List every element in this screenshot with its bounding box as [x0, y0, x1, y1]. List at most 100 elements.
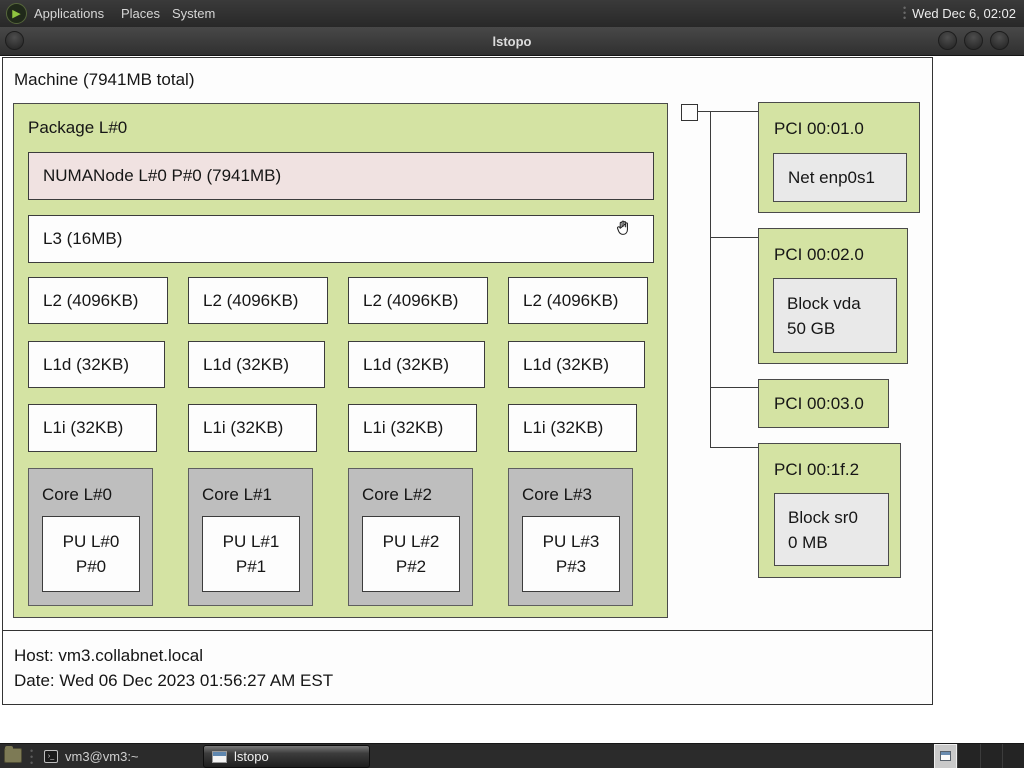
- l1d-cache-box: L1d (32KB): [348, 341, 485, 388]
- bottom-taskbar: ••• ›_ vm3@vm3:~ lstopo: [0, 743, 1024, 768]
- menu-places[interactable]: Places: [121, 6, 161, 21]
- pu-pindex: P#2: [395, 557, 427, 576]
- l1i-cache-box: L1i (32KB): [28, 404, 157, 452]
- pu-box: PU L#1 P#1: [202, 516, 300, 592]
- pu-pindex: P#3: [555, 557, 587, 576]
- l1d-cache-label: L1d (32KB): [363, 354, 449, 374]
- top-panel: ▶ Applications Places System ••• Wed Dec…: [0, 0, 1024, 27]
- legend-date: Date: Wed 06 Dec 2023 01:56:27 AM EST: [14, 671, 334, 690]
- l1d-cache-label: L1d (32KB): [43, 354, 129, 374]
- block-device-box: Block sr0 0 MB: [774, 493, 889, 566]
- workspace-4[interactable]: [1001, 744, 1024, 768]
- panel-separator: •••: [903, 3, 907, 23]
- taskbar-item-label: lstopo: [234, 749, 269, 764]
- l2-cache-label: L2 (4096KB): [43, 290, 139, 310]
- pu-box: PU L#3 P#3: [522, 516, 620, 592]
- block-device-label: Block sr0: [788, 508, 858, 527]
- pci-label: PCI 00:03.0: [774, 393, 864, 413]
- close-button[interactable]: [990, 31, 1009, 50]
- l1d-cache-box: L1d (32KB): [508, 341, 645, 388]
- l3-cache-label: L3 (16MB): [43, 229, 123, 248]
- distro-menu-icon[interactable]: ▶: [6, 3, 27, 24]
- pci-link-line: [697, 111, 758, 112]
- pu-label: PU L#0: [62, 532, 120, 551]
- pci-label: PCI 00:02.0: [774, 245, 864, 264]
- workspace-2[interactable]: [957, 744, 980, 768]
- pci-link-line: [710, 447, 758, 448]
- taskbar-separator: •••: [30, 746, 34, 768]
- block-device-size: 50 GB: [787, 319, 836, 338]
- core-label: Core L#3: [522, 485, 592, 504]
- workspace-3[interactable]: [979, 744, 1002, 768]
- terminal-icon: ›_: [44, 750, 58, 763]
- core-box: Core L#3 PU L#3 P#3: [508, 468, 633, 606]
- pu-label: PU L#3: [542, 532, 600, 551]
- l2-cache-label: L2 (4096KB): [203, 290, 299, 310]
- pci-box: PCI 00:03.0: [758, 379, 889, 428]
- l1i-cache-label: L1i (32KB): [523, 418, 604, 437]
- pci-link-line: [710, 237, 758, 238]
- pu-pindex: P#0: [75, 557, 107, 576]
- core-label: Core L#2: [362, 485, 432, 504]
- l1i-cache-box: L1i (32KB): [188, 404, 317, 452]
- minimize-button[interactable]: [938, 31, 957, 50]
- numanode-label: NUMANode L#0 P#0 (7941MB): [43, 166, 282, 185]
- clock[interactable]: Wed Dec 6, 02:02: [912, 6, 1016, 21]
- core-box: Core L#2 PU L#2 P#2: [348, 468, 473, 606]
- pci-box: PCI 00:1f.2 Block sr0 0 MB: [758, 443, 901, 578]
- package-box: Package L#0 NUMANode L#0 P#0 (7941MB) L3…: [13, 103, 668, 618]
- l1d-cache-label: L1d (32KB): [523, 354, 609, 374]
- l1i-cache-label: L1i (32KB): [203, 418, 284, 437]
- l2-cache-label: L2 (4096KB): [523, 290, 619, 310]
- pci-box: PCI 00:02.0 Block vda 50 GB: [758, 228, 908, 364]
- net-device-box: Net enp0s1: [773, 153, 907, 202]
- l3-cache-box: L3 (16MB): [28, 215, 654, 263]
- workspace-1[interactable]: [934, 744, 958, 768]
- taskbar-item-terminal[interactable]: ›_ vm3@vm3:~: [36, 745, 147, 768]
- l1d-cache-box: L1d (32KB): [188, 341, 325, 388]
- package-label: Package L#0: [28, 118, 128, 137]
- grab-cursor-icon: [616, 220, 628, 235]
- core-box: Core L#0 PU L#0 P#0: [28, 468, 153, 606]
- pci-box: PCI 00:01.0 Net enp0s1: [758, 102, 920, 213]
- taskbar-item-label: vm3@vm3:~: [65, 749, 139, 764]
- core-label: Core L#0: [42, 485, 112, 504]
- l1i-cache-box: L1i (32KB): [508, 404, 637, 452]
- pci-label: PCI 00:01.0: [774, 119, 864, 138]
- core-box: Core L#1 PU L#1 P#1: [188, 468, 313, 606]
- workspace-switcher: [934, 744, 1024, 768]
- block-device-label: Block vda: [787, 294, 861, 313]
- window-title: lstopo: [492, 34, 532, 49]
- l1i-cache-label: L1i (32KB): [43, 418, 124, 437]
- pci-label: PCI 00:1f.2: [774, 460, 860, 479]
- net-device-label: Net enp0s1: [788, 167, 875, 187]
- lstopo-canvas[interactable]: Machine (7941MB total) Package L#0 NUMAN…: [0, 56, 1024, 744]
- pu-pindex: P#1: [235, 557, 267, 576]
- taskbar-item-lstopo[interactable]: lstopo: [203, 745, 370, 768]
- hostbridge-box: [681, 104, 698, 121]
- menu-applications[interactable]: Applications: [34, 6, 105, 21]
- l1i-cache-label: L1i (32KB): [363, 418, 444, 437]
- l1i-cache-box: L1i (32KB): [348, 404, 477, 452]
- block-device-box: Block vda 50 GB: [773, 278, 897, 353]
- l2-cache-label: L2 (4096KB): [363, 290, 459, 310]
- l1d-cache-label: L1d (32KB): [203, 354, 289, 374]
- window-titlebar[interactable]: lstopo: [0, 27, 1024, 56]
- legend-host: Host: vm3.collabnet.local: [14, 646, 203, 665]
- legend-box: Host: vm3.collabnet.local Date: Wed 06 D…: [2, 631, 933, 705]
- maximize-button[interactable]: [964, 31, 983, 50]
- window-icon: [212, 750, 227, 763]
- machine-label: Machine (7941MB total): [14, 70, 195, 89]
- pu-box: PU L#2 P#2: [362, 516, 460, 592]
- l1d-cache-box: L1d (32KB): [28, 341, 165, 388]
- core-label: Core L#1: [202, 485, 272, 504]
- block-device-size: 0 MB: [788, 533, 828, 552]
- file-manager-icon[interactable]: [4, 746, 22, 763]
- pu-box: PU L#0 P#0: [42, 516, 140, 592]
- pu-label: PU L#2: [382, 532, 440, 551]
- pu-label: PU L#1: [222, 532, 280, 551]
- window-menu-button[interactable]: [5, 31, 24, 50]
- l2-cache-box: L2 (4096KB): [188, 277, 328, 324]
- menu-system[interactable]: System: [172, 6, 216, 21]
